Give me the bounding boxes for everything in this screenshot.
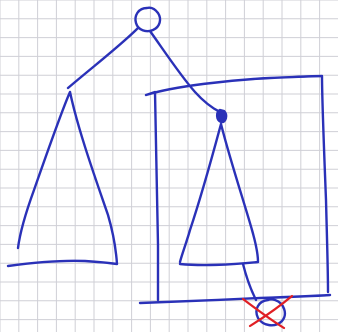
left-subtree-triangle (8, 92, 117, 266)
right-filled-node (217, 110, 226, 122)
right-subtree-triangle (180, 124, 258, 265)
root-node (135, 8, 160, 31)
left-branch-edge (68, 28, 138, 88)
enclosing-box (140, 76, 330, 303)
right-branch-edge (150, 31, 220, 112)
